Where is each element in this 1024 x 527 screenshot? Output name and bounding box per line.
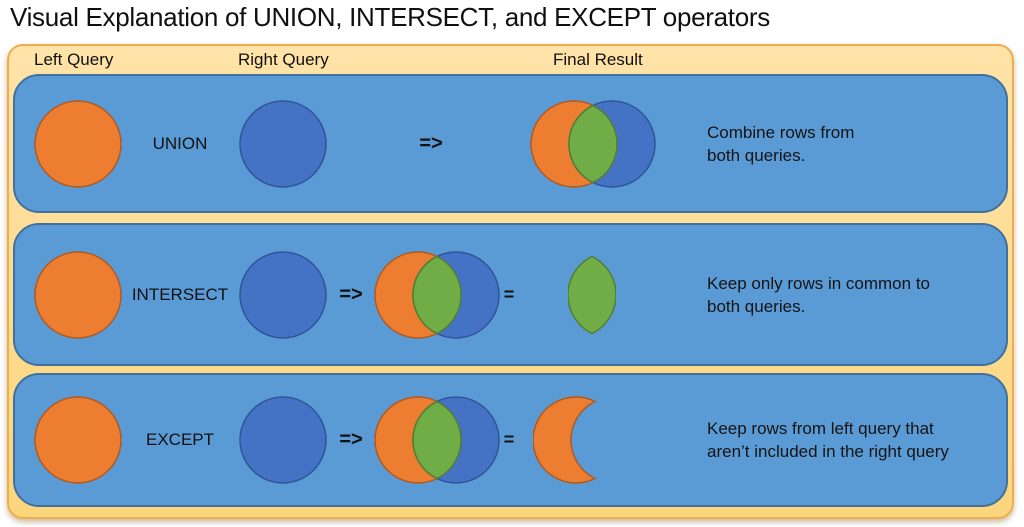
equals-symbol: = [503, 429, 515, 450]
right-query-circle-icon [239, 99, 327, 188]
row-intersect: INTERSECT => = Keep only rows in common … [13, 223, 1008, 366]
except-result-crescent-icon [533, 396, 597, 484]
arrow-symbol: => [339, 283, 363, 305]
operator-label-union: UNION [152, 133, 208, 153]
left-query-circle-icon [34, 396, 122, 484]
page-title: Visual Explanation of UNION, INTERSECT, … [10, 2, 770, 32]
column-header-left-query: Left Query [34, 50, 114, 69]
operator-label-except: EXCEPT [145, 430, 215, 449]
operator-label-intersect: INTERSECT [131, 284, 229, 304]
result-description-union: Combine rows from both queries. [707, 122, 855, 165]
venn-intersect-icon [374, 250, 500, 339]
arrow-symbol: => [339, 428, 363, 451]
equals-symbol: = [503, 284, 515, 304]
arrow-symbol: => [419, 132, 443, 154]
venn-union-result-icon [530, 99, 656, 188]
result-description-intersect: Keep only rows in common to both queries… [707, 273, 930, 316]
row-union: UNION => Combine rows from both queries. [13, 74, 1008, 213]
venn-except-icon [374, 396, 500, 484]
right-query-circle-icon [239, 396, 327, 484]
diagram-panel: Left Query Right Query Final Result UNIO… [7, 44, 1014, 519]
result-description-except: Keep rows from left query that aren’t in… [707, 419, 949, 461]
row-except: EXCEPT => = Keep rows from left query th… [13, 373, 1008, 507]
left-query-circle-icon [34, 99, 122, 188]
left-query-circle-icon [34, 250, 122, 339]
right-query-circle-icon [239, 250, 327, 339]
column-header-right-query: Right Query [238, 50, 329, 69]
column-header-final-result: Final Result [553, 50, 643, 69]
intersect-result-lens-icon [568, 255, 616, 334]
